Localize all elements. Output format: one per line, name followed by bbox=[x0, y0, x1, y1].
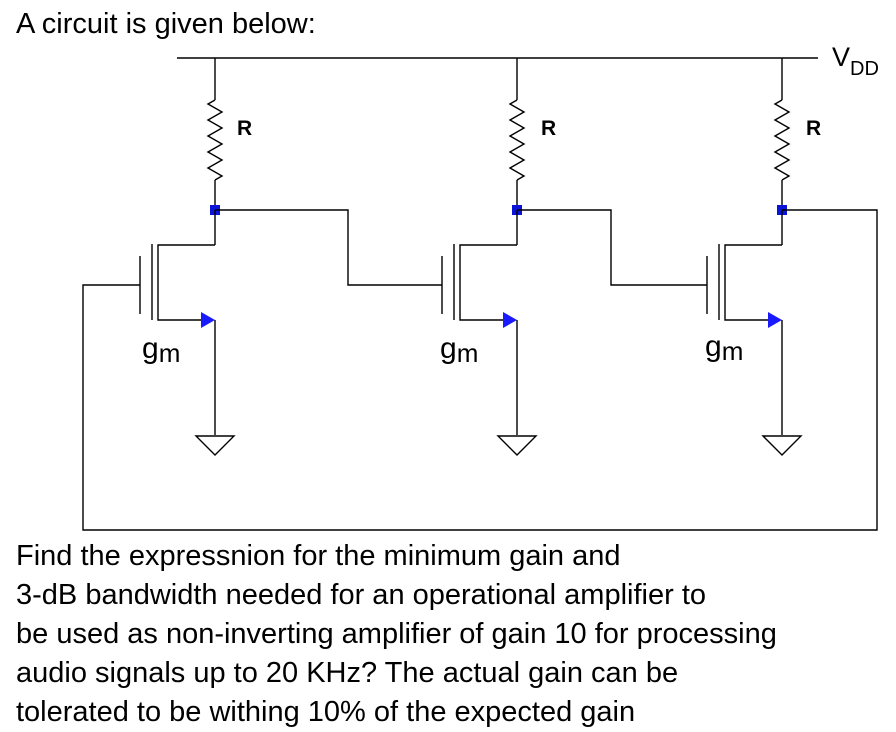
resistor-label-1: R bbox=[237, 117, 252, 140]
stage-1: R gm bbox=[139, 58, 252, 456]
ground-3 bbox=[761, 435, 803, 456]
transistor-label-2: gm bbox=[440, 332, 478, 368]
ground-2 bbox=[496, 435, 538, 456]
question-line-5: tolerated to be withing 10% of the expec… bbox=[16, 696, 636, 728]
ground-1 bbox=[194, 435, 236, 456]
resistor-3 bbox=[773, 99, 791, 181]
vdd-label: VDD bbox=[832, 42, 879, 80]
question-text: Find the expressnion for the minimum gai… bbox=[16, 537, 894, 732]
question-line-1: Find the expressnion for the minimum gai… bbox=[16, 540, 621, 572]
transistor-label-3: gm bbox=[705, 330, 743, 366]
resistor-2 bbox=[508, 99, 526, 181]
source-arrow-3 bbox=[768, 312, 782, 328]
resistor-1 bbox=[206, 99, 224, 181]
question-line-4: audio signals up to 20 KHz? The actual g… bbox=[16, 657, 679, 689]
resistor-label-2: R bbox=[541, 117, 556, 140]
source-arrow-1 bbox=[201, 312, 215, 328]
resistor-label-3: R bbox=[806, 117, 821, 140]
question-line-2: 3-dB bandwidth needed for an operational… bbox=[16, 579, 707, 611]
feedback-wire bbox=[82, 209, 878, 531]
wire-stage2-to-stage3 bbox=[517, 209, 707, 286]
stage-2: R gm bbox=[440, 58, 556, 456]
vdd-subscript: DD bbox=[850, 58, 879, 80]
stage-3: R gm bbox=[705, 58, 821, 456]
question-line-3: be used as non-inverting amplifier of ga… bbox=[16, 618, 777, 650]
wire-stage1-to-stage2 bbox=[215, 209, 442, 286]
transistor-label-1: gm bbox=[142, 332, 180, 368]
source-arrow-2 bbox=[503, 312, 517, 328]
intro-text: A circuit is given below: bbox=[16, 8, 316, 40]
